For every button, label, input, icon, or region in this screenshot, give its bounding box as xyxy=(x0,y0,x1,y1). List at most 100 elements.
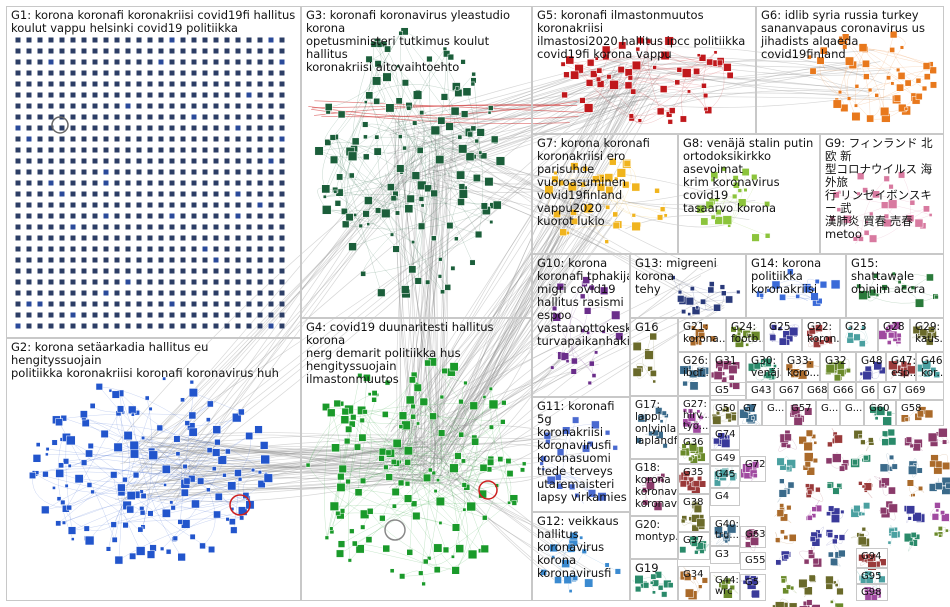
group-G57: G57 xyxy=(786,400,816,426)
group-label-G14: G14: korona politiikka koronakriisi xyxy=(751,257,821,296)
group-G5: G5: koronafi ilmastonmuutos koronakriisi… xyxy=(532,6,756,134)
group-label-G32: G32 xyxy=(825,355,847,367)
group-label-G37: G37 xyxy=(683,535,703,546)
group-label-G94: G94 xyxy=(861,551,881,562)
group-G66: G66 xyxy=(828,382,856,400)
group-label-G7b: G7 xyxy=(883,385,897,396)
group-G6: G6: idlib syria russia turkey sananvapau… xyxy=(756,6,944,134)
group-label-G3: G3: koronafi koronavirus yleastudio koro… xyxy=(306,9,531,74)
group-label-Gx3: G... xyxy=(845,403,862,414)
group-label-G44: G44: wrc xyxy=(715,575,739,597)
group-label-G4: G4: covid19 duunaritesti hallitus korona… xyxy=(306,321,531,386)
group-G55: G55 xyxy=(740,552,766,570)
group-G95: G95 xyxy=(856,568,888,584)
group-label-G5c: G5 xyxy=(745,577,759,588)
group-G46: G46: kor... xyxy=(916,352,944,382)
group-label-G6b: G6 xyxy=(861,385,875,396)
group-G3: G3: koronafi koronavirus yleastudio koro… xyxy=(301,6,532,318)
group-G7: G7: korona koronafi koronakriisi ero par… xyxy=(532,134,678,254)
group-G20: G20: montyp... xyxy=(630,516,678,559)
group-G16: G16 xyxy=(630,318,678,396)
group-Gx3: G... xyxy=(840,400,864,426)
group-G12: G12: veikkaus hallitus koronavirus koron… xyxy=(532,512,630,601)
group-label-G30: G30: venäj... xyxy=(751,355,782,379)
group-label-G98: G98 xyxy=(861,587,881,598)
group-G11: G11: koronafi 5g koronakriisi koronaviru… xyxy=(532,397,630,512)
group-label-G48: G48 xyxy=(861,355,883,367)
group-G25: G25 xyxy=(764,318,802,352)
group-G72: G72 xyxy=(740,456,766,482)
group-G34: G34 xyxy=(678,566,710,601)
group-label-G1: G1: korona koronafi koronakriisi covid19… xyxy=(11,9,295,35)
group-G45: G45 xyxy=(710,466,740,488)
group-G10: G10: korona koronafi tphakijat migri cov… xyxy=(532,254,630,397)
group-G2: G2: korona setäarkadia hallitus eu hengi… xyxy=(6,338,301,601)
group-label-G20: G20: montyp... xyxy=(635,519,678,543)
group-G22: G22: koron... xyxy=(802,318,840,352)
group-G9: G9: フィンランド 北欧 新 型コロナウイルス 海外旅 行 リンゼイボンスキー… xyxy=(820,134,944,254)
group-G47: G47: esp... xyxy=(886,352,916,382)
group-label-G67: G67 xyxy=(779,385,799,396)
group-G7c: G7 xyxy=(738,400,762,426)
group-label-G6: G6: idlib syria russia turkey sananvapau… xyxy=(761,9,943,61)
group-label-G16: G16 xyxy=(635,321,659,334)
group-label-G45: G45 xyxy=(715,469,735,480)
group-G44: G44: wrc xyxy=(710,572,740,601)
group-label-G49: G49 xyxy=(715,453,735,464)
group-G60: G60 xyxy=(864,400,896,426)
group-G17: G17: lappi onlyinla... laplandf... xyxy=(630,396,678,459)
group-label-G58: G58 xyxy=(901,403,921,414)
group-label-G7c: G7 xyxy=(743,403,757,414)
group-G58: G58 xyxy=(896,400,944,426)
group-label-G36: G36 xyxy=(683,437,703,448)
group-G74: G74 xyxy=(710,426,740,450)
group-label-G63: G63 xyxy=(745,529,765,540)
group-G69: G69 xyxy=(900,382,944,400)
group-G30: G30: venäj... xyxy=(746,352,782,382)
group-label-G25: G25 xyxy=(769,321,791,333)
group-label-G95: G95 xyxy=(861,571,881,582)
group-label-G31: G31 xyxy=(715,355,737,367)
group-label-G34: G34 xyxy=(683,569,703,580)
group-G5c: G5 xyxy=(740,574,766,601)
group-label-G9: G9: フィンランド 北欧 新 型コロナウイルス 海外旅 行 リンゼイボンスキー… xyxy=(825,137,943,241)
group-label-G17: G17: lappi onlyinla... laplandf... xyxy=(635,399,678,447)
group-label-G47: G47: esp... xyxy=(891,355,916,379)
group-G38: G38 xyxy=(678,494,710,532)
group-label-G24: G24: footb... xyxy=(731,321,764,345)
group-G98: G98 xyxy=(856,584,888,601)
group-label-G35: G35 xyxy=(683,467,703,478)
group-G40: G40: tru... xyxy=(710,516,740,546)
group-label-G40: G40: tru... xyxy=(715,519,739,541)
group-label-G2: G2: korona setäarkadia hallitus eu hengi… xyxy=(11,341,300,380)
group-label-G50: G50 xyxy=(715,403,735,414)
group-label-G68: G68 xyxy=(807,385,827,396)
group-Gx1: G... xyxy=(762,400,786,426)
group-G32: G32 xyxy=(820,352,856,382)
group-label-G69: G69 xyxy=(905,385,925,396)
group-label-G13: G13: migreeni korona tehy xyxy=(635,257,745,296)
group-label-G66: G66 xyxy=(833,385,853,396)
group-label-G5b: G5 xyxy=(715,385,729,396)
group-G13: G13: migreeni korona tehy xyxy=(630,254,746,318)
group-G28: G28 xyxy=(878,318,910,352)
group-G21: G21: korona... xyxy=(678,318,726,352)
group-G68: G68 xyxy=(802,382,828,400)
group-Gx2: G... xyxy=(816,400,840,426)
group-G35: G35 xyxy=(678,464,710,494)
group-G36: G36 xyxy=(678,434,710,464)
group-label-G23: G23 xyxy=(845,321,867,333)
group-G5b: G5 xyxy=(710,382,746,400)
group-label-G29: G29: kaus... xyxy=(915,321,944,345)
group-G94: G94 xyxy=(856,548,888,568)
group-label-G4b: G4 xyxy=(715,491,729,502)
group-label-Gx1: G... xyxy=(767,403,784,414)
group-label-G3b: G3 xyxy=(715,549,729,560)
group-G4: G4: covid19 duunaritesti hallitus korona… xyxy=(301,318,532,601)
group-label-G57: G57 xyxy=(791,403,811,414)
group-G33: G33: koro... xyxy=(782,352,820,382)
group-G15: G15: shattawale obinim accra xyxy=(846,254,944,318)
group-G23: G23 xyxy=(840,318,878,352)
group-G14: G14: korona politiikka koronakriisi xyxy=(746,254,846,318)
group-G29: G29: kaus... xyxy=(910,318,944,352)
